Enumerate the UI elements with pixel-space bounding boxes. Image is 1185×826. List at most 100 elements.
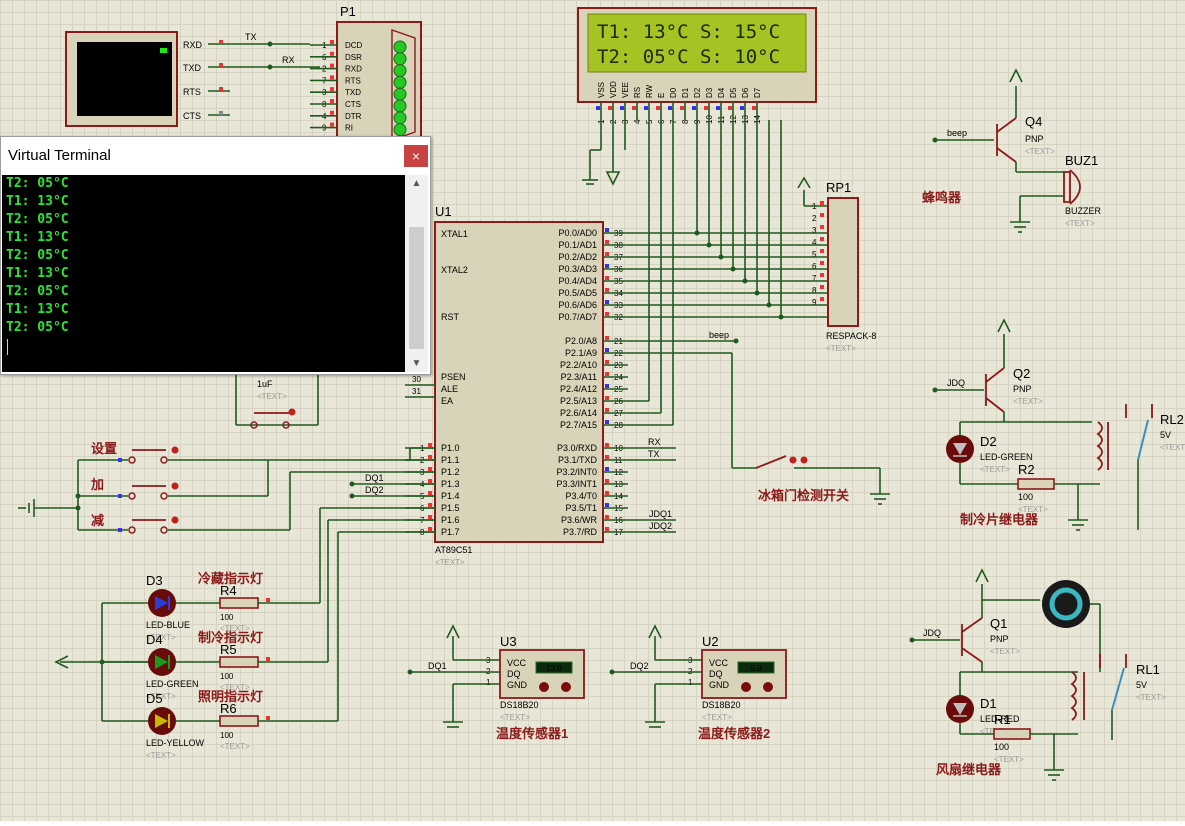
p1-pin-led-icon <box>394 112 406 124</box>
sensor-model: DS18B20 <box>500 700 539 710</box>
mcu-left-pin: P1.7 <box>441 527 460 537</box>
scroll-thumb[interactable] <box>409 227 424 349</box>
r1-ref: R1 <box>994 712 1011 727</box>
q1-text: <TEXT> <box>990 647 1020 656</box>
sensor-ref: U3 <box>500 634 517 649</box>
mcu-left-pin: P1.1 <box>441 455 460 465</box>
mcu-left-pin: ALE <box>441 384 458 394</box>
temp-down-button[interactable] <box>741 682 751 692</box>
mcu-right-pin: P2.7/A15 <box>560 420 597 430</box>
mcu-left-pin: EA <box>441 396 453 406</box>
mcu-left-pin: RST <box>441 312 460 322</box>
temp-up-button[interactable] <box>763 682 773 692</box>
door-switch[interactable]: 冰箱门检测开关 <box>628 353 890 504</box>
door-switch-caption: 冰箱门检测开关 <box>758 488 849 503</box>
mcu-right-pin: P2.0/A8 <box>565 336 597 346</box>
scroll-up-icon[interactable]: ▲ <box>405 175 428 192</box>
p1-pin-name: DTR <box>345 112 362 121</box>
p1-pin-led-icon <box>394 100 406 112</box>
mcu-right-pin: P3.6/WR <box>561 515 598 525</box>
led-model: LED-BLUE <box>146 620 190 630</box>
mcu-right-pin: P2.5/A13 <box>560 396 597 406</box>
lcd-pin-name: VDD <box>609 81 618 98</box>
vt-scrollbar[interactable]: ▲ ▼ <box>405 175 428 372</box>
p1-pin-name: TXD <box>345 88 361 97</box>
p1-ref: P1 <box>340 4 356 19</box>
led-model: LED-GREEN <box>146 679 199 689</box>
temp-up-button[interactable] <box>561 682 571 692</box>
q2-type: PNP <box>1013 384 1032 394</box>
lcd-line-2: T2: 05°C S: 10°C <box>597 46 780 68</box>
led-model: LED-YELLOW <box>146 738 205 748</box>
mcu-left-pin: P1.4 <box>441 491 460 501</box>
sensor-pin: GND <box>507 680 528 690</box>
vt-output[interactable]: T2: 05°C T1: 13°C T2: 05°C T1: 13°C T2: … <box>2 175 405 372</box>
mcu-right-pin: P0.1/AD1 <box>558 240 597 250</box>
mcu-right-pin: P2.2/A10 <box>560 360 597 370</box>
sensor-pin: VCC <box>709 658 729 668</box>
mcu-right-pin: P2.3/A11 <box>561 372 597 382</box>
sensor-pin: DQ <box>709 669 723 679</box>
rl2-text: <TEXT> <box>1160 443 1185 452</box>
led-text: <TEXT> <box>146 751 176 760</box>
buzzer-circuit[interactable]: beep Q4 PNP <TEXT> BUZ1 BUZZER <TEXT> 蜂鸣… <box>922 70 1102 232</box>
lcd-pin-name: D7 <box>753 87 762 98</box>
lcd-pin-name: D0 <box>669 87 678 98</box>
p1-pin-led-icon <box>394 124 406 136</box>
mcu-ref: U1 <box>435 204 452 219</box>
net-tx-mcu: TX <box>648 449 660 459</box>
d2-model: LED-GREEN <box>980 452 1033 462</box>
scroll-down-icon[interactable]: ▼ <box>405 355 428 372</box>
vt-close-button[interactable]: × <box>404 145 428 167</box>
reset-capacitor[interactable]: 1uF <TEXT> <box>236 373 318 428</box>
sensor-caption: 温度传感器2 <box>698 726 770 741</box>
temp-down-button[interactable] <box>539 682 549 692</box>
vt-titlebar[interactable]: Virtual Terminal × <box>1 137 430 173</box>
fan-relay-circuit[interactable]: JDQ Q1 PNP <TEXT> D1 LED-RED <TEXT> R1 1… <box>910 570 1167 780</box>
buz1-ref: BUZ1 <box>1065 153 1098 168</box>
button-add-label: 加 <box>90 477 104 492</box>
vt-line: T2: 05°C <box>2 247 405 265</box>
p1-pin-led-icon <box>394 88 406 100</box>
mcu-left-pin: P1.0 <box>441 443 460 453</box>
p1-pin-name: RI <box>345 124 353 133</box>
mcu-right-pin: P3.7/RD <box>563 527 598 537</box>
vt-line: T2: 05°C <box>2 319 405 337</box>
sensor-reading: 13.0 <box>546 664 562 673</box>
net-jdq2-mcu: JDQ2 <box>649 521 672 531</box>
sensor-reading: 5.0 <box>750 664 762 673</box>
mcu-pin-30: 30 <box>412 375 421 384</box>
mcu-right-pin: P0.0/AD0 <box>558 228 597 238</box>
led-caption: 制冷指示灯 <box>198 630 263 645</box>
mcu-at89c51[interactable]: U1 AT89C51 <TEXT> XTAL1XTAL2RSTPSENALEEA… <box>405 204 628 567</box>
buzzer-caption: 蜂鸣器 <box>922 190 962 205</box>
resistor-value: 100 <box>220 613 234 622</box>
vterm-pin-cts: CTS <box>183 111 201 121</box>
lcd-pin-name: RS <box>633 87 642 98</box>
led-caption: 照明指示灯 <box>198 689 263 704</box>
mcu-left-pin: XTAL2 <box>441 265 468 275</box>
button-sub-label: 减 <box>91 513 104 528</box>
virtual-terminal-window[interactable]: Virtual Terminal × T2: 05°C T1: 13°C T2:… <box>0 136 431 375</box>
virtual-terminal-device[interactable]: RXD TXD RTS CTS <box>66 32 230 126</box>
cooler-relay-circuit[interactable]: JDQ Q2 PNP <TEXT> D2 LED-GREEN <TEXT> R2… <box>933 320 1185 530</box>
lcd-pin-name: D6 <box>741 87 750 98</box>
sensor-ref: U2 <box>702 634 719 649</box>
led-ref: D3 <box>146 573 163 588</box>
r1-value: 100 <box>994 742 1009 752</box>
lcd-1602[interactable]: T1: 13°C S: 15°C T2: 05°C S: 10°C VSS1VD… <box>578 8 816 124</box>
net-tx-label: TX <box>245 32 257 42</box>
mcu-right-pin: P3.4/T0 <box>565 491 597 501</box>
vterm-pin-rts: RTS <box>183 87 201 97</box>
r2-value: 100 <box>1018 492 1033 502</box>
vt-cursor <box>7 339 8 355</box>
led-caption: 冷藏指示灯 <box>198 571 263 586</box>
lcd-pin-name: D4 <box>717 87 726 98</box>
p1-pin-name: DSR <box>345 53 362 62</box>
net-rx-mcu: RX <box>648 437 661 447</box>
